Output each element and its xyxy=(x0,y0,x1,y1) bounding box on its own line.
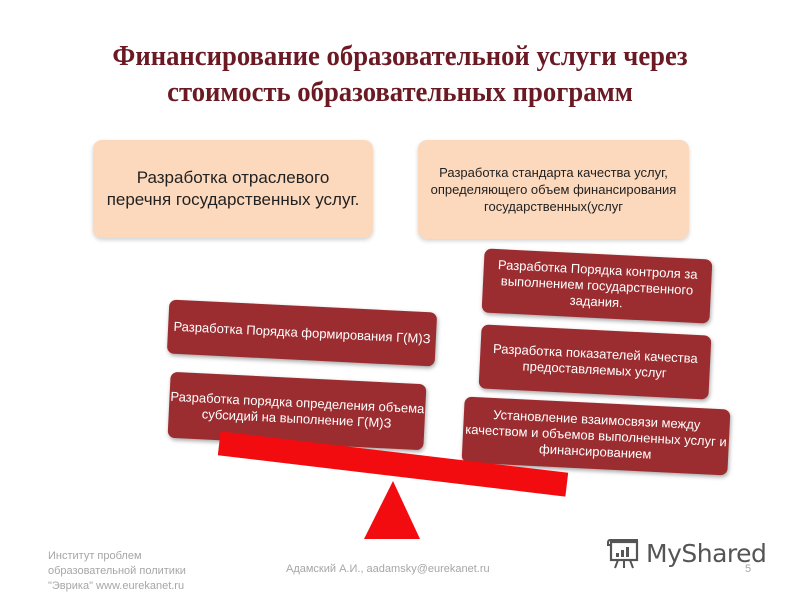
box-text: Разработка отраслевого перечня государст… xyxy=(106,168,360,209)
box-quality-indicators: Разработка показателей качества предоста… xyxy=(478,324,712,400)
box-text: Разработка показателей качества предоста… xyxy=(492,341,699,381)
box-quality-volume-link: Установление взаимосвязи между качеством… xyxy=(461,396,731,476)
box-quality-standard: Разработка стандарта качества услуг, опр… xyxy=(418,140,689,239)
box-text: Установление взаимосвязи между качеством… xyxy=(464,406,728,462)
triangle-fulcrum-icon xyxy=(364,481,420,539)
box-subsidy-procedure: Разработка порядка определения объема су… xyxy=(167,371,427,451)
page-number: 5 xyxy=(745,563,752,575)
myshared-watermark[interactable]: MyShared xyxy=(606,536,767,570)
box-text: Разработка Порядка формирования Г(М)З xyxy=(173,318,431,347)
box-text: Разработка Порядка контроля за выполнени… xyxy=(497,257,698,311)
slide-title: Финансирование образовательной услуги че… xyxy=(69,38,731,110)
footer-institute-line-1: Институт проблем xyxy=(48,550,142,562)
watermark-text: MyShared xyxy=(646,538,767,568)
box-control-procedure: Разработка Порядка контроля за выполнени… xyxy=(481,248,713,324)
box-text: Разработка порядка определения объема су… xyxy=(170,388,425,431)
box-gmz-procedure: Разработка Порядка формирования Г(М)З xyxy=(166,299,438,367)
footer-author: Адамский А.И., aadamsky@eurekanet.ru xyxy=(286,563,490,575)
footer-institute-line-2: образовательной политики xyxy=(48,565,186,577)
presentation-board-icon xyxy=(607,539,639,569)
footer-institute: Институт проблем образовательной политик… xyxy=(48,549,268,594)
footer-institute-line-3: "Эврика" www.eurekanet.ru xyxy=(48,580,185,592)
title-line-2: стоимость образовательных программ xyxy=(167,76,633,108)
box-industry-services-list: Разработка отраслевого перечня государст… xyxy=(93,140,373,238)
title-line-1: Финансирование образовательной услуги че… xyxy=(112,40,688,72)
box-text: Разработка стандарта качества услуг, опр… xyxy=(430,165,677,214)
